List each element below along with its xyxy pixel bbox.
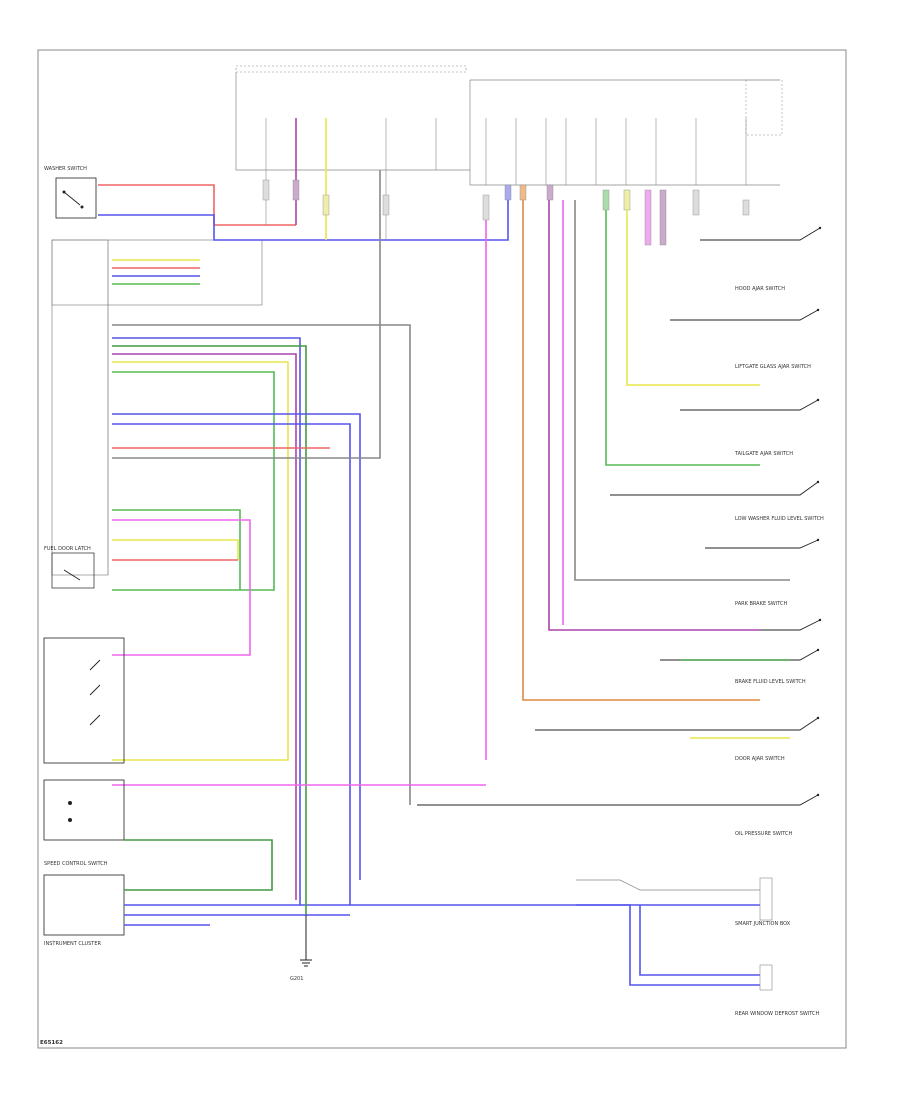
right-switches (417, 226, 822, 806)
label-fuel-door: FUEL DOOR LATCH (44, 546, 91, 552)
ground-label: G201 (290, 976, 303, 982)
label-smart-junction: SMART JUNCTION BOX (735, 921, 791, 927)
instrument-cluster-block (51, 239, 263, 576)
label-low-washer: LOW WASHER FLUID LEVEL SWITCH (735, 516, 824, 522)
label-park-brake: PARK BRAKE SWITCH (735, 601, 787, 607)
label-speed-control: SPEED CONTROL SWITCH (44, 861, 108, 867)
top-pins (265, 118, 747, 240)
label-brake-fluid: BRAKE FLUID LEVEL SWITCH (735, 679, 806, 685)
bottom-right-connectors (576, 877, 773, 991)
diagram-code: E65162 (40, 1040, 63, 1046)
ground-symbol: G201 (290, 915, 312, 982)
label-door-ajar: DOOR AJAR SWITCH (735, 756, 785, 762)
diagram-border (37, 49, 847, 1049)
label-rear-window: REAR WINDOW DEFROST SWITCH (735, 1011, 820, 1017)
top-connector-stubs (262, 179, 750, 246)
label-hood: HOOD AJAR SWITCH (735, 286, 785, 292)
washer-switch: WASHER SWITCH (44, 166, 97, 219)
label-liftgate: LIFTGATE GLASS AJAR SWITCH (735, 364, 811, 370)
left-lower-blocks: FUEL DOOR LATCH SPEED CONTROL SWITCH INS… (43, 546, 125, 947)
label-instrument-cluster: INSTRUMENT CLUSTER (44, 941, 102, 947)
label-oil-pressure: OIL PRESSURE SWITCH (735, 831, 793, 837)
top-junction-boxes (235, 65, 783, 186)
washer-switch-label: WASHER SWITCH (44, 166, 87, 172)
label-tailgate: TAILGATE AJAR SWITCH (734, 451, 793, 457)
